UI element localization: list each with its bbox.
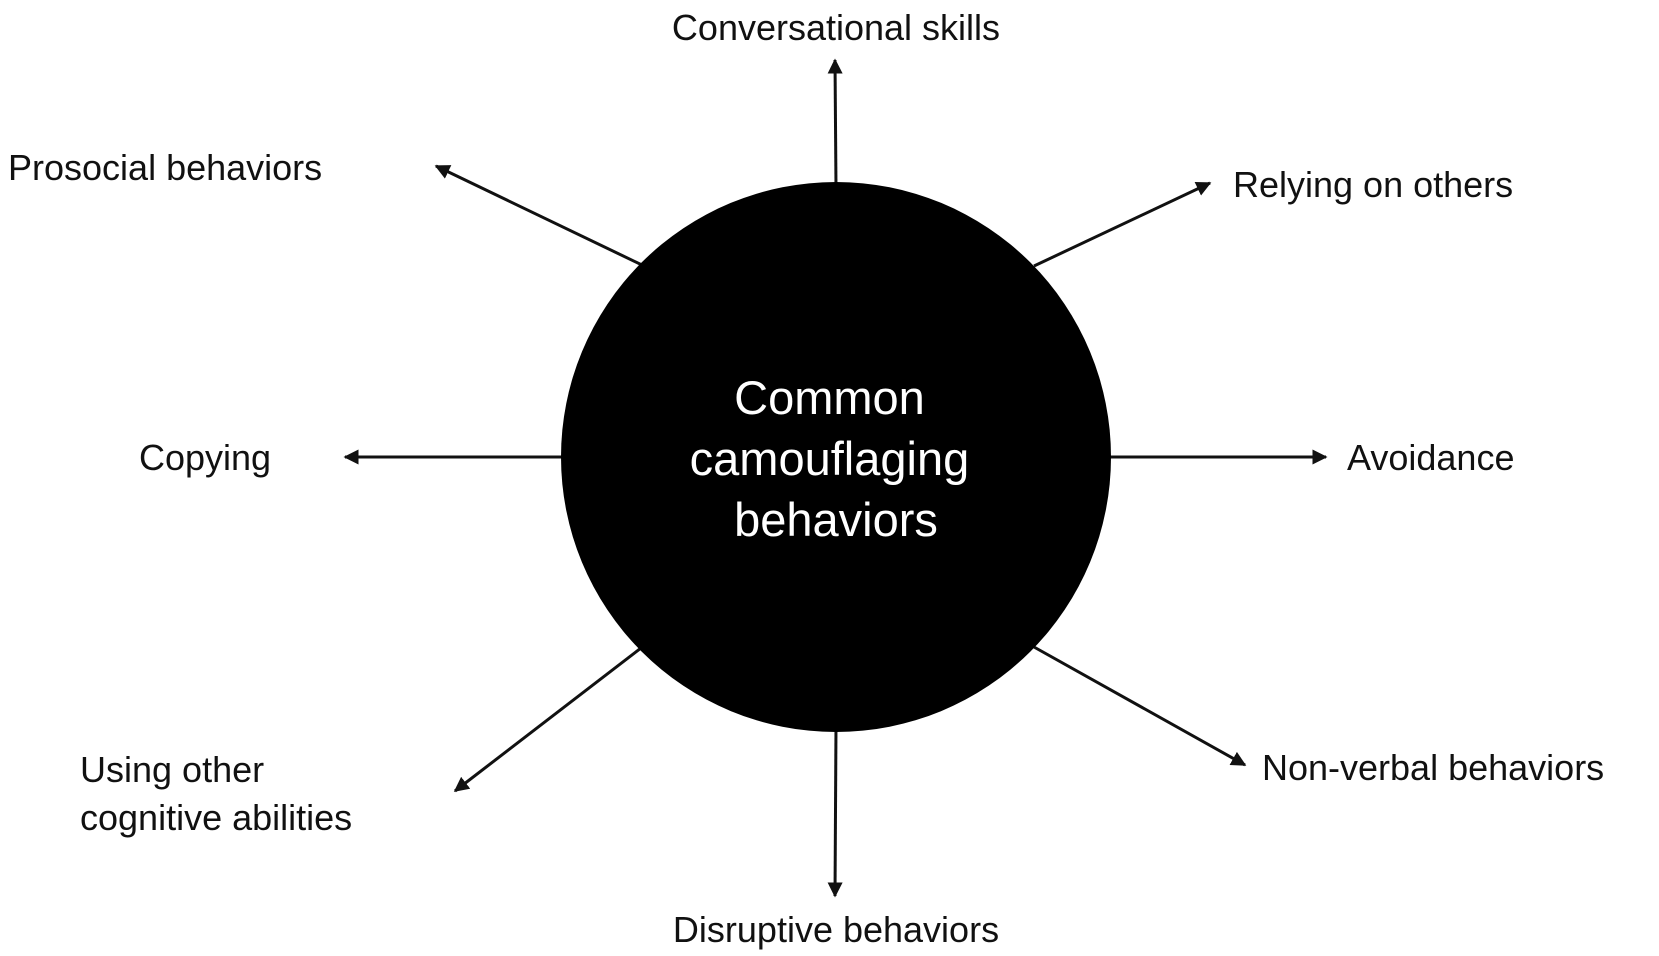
arrow-non-verbal-behaviors — [1033, 645, 1247, 767]
arrow-conversational-skills — [827, 58, 843, 189]
label-using-other-cognitive-abilities: Using other cognitive abilities — [80, 749, 352, 838]
label-disruptive-behaviors: Disruptive behaviors — [673, 909, 999, 950]
arrow-disruptive-behaviors — [827, 724, 843, 898]
arrow-using-other-cognitive-abilities — [453, 646, 642, 793]
label-using-other-line-1: Using other — [80, 749, 264, 790]
label-using-other-line-2: cognitive abilities — [80, 797, 352, 838]
center-title-line-3: behaviors — [734, 493, 938, 546]
label-avoidance: Avoidance — [1347, 437, 1514, 478]
center-title-line-2: camouflaging — [690, 432, 970, 485]
label-conversational-skills: Conversational skills — [672, 7, 1000, 48]
center-title: Common camouflaging behaviors — [690, 371, 983, 546]
label-relying-on-others: Relying on others — [1233, 164, 1513, 205]
center-circle — [561, 182, 1111, 732]
label-copying: Copying — [139, 437, 271, 478]
arrow-prosocial-behaviors — [434, 164, 643, 267]
label-prosocial-behaviors: Prosocial behaviors — [8, 147, 322, 188]
label-non-verbal-behaviors: Non-verbal behaviors — [1262, 747, 1604, 788]
center-title-line-1: Common — [734, 371, 925, 424]
arrow-relying-on-others — [1033, 181, 1212, 268]
